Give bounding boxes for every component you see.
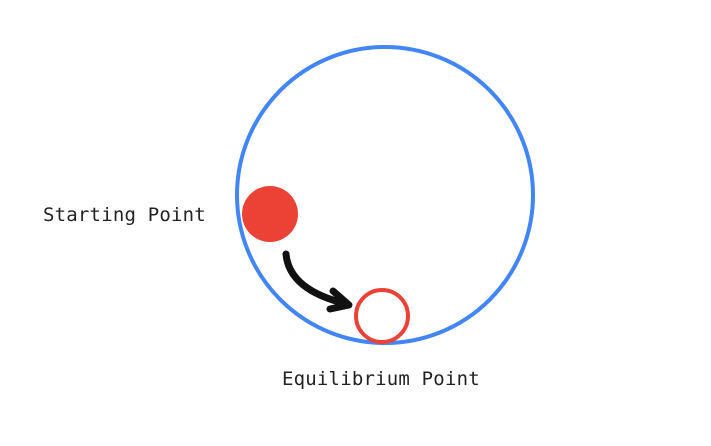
motion-arrow	[282, 250, 351, 308]
equilibrium-point-label: Equilibrium Point	[282, 368, 480, 390]
motion-arrow-head	[326, 287, 353, 313]
starting-point-label: Starting Point	[43, 204, 206, 226]
starting-point-ball	[242, 186, 298, 242]
equilibrium-point-ball	[354, 288, 410, 344]
